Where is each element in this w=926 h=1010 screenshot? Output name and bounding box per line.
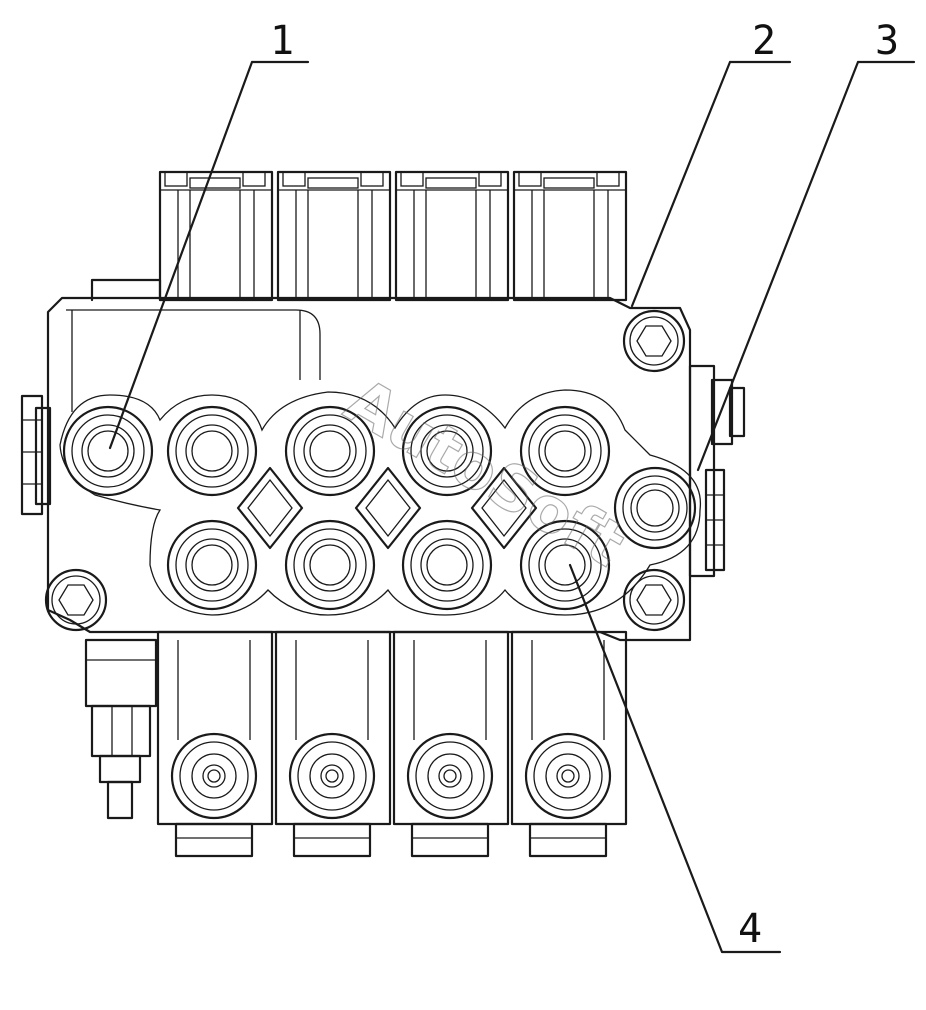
callout-2-label: 2 (752, 18, 776, 64)
callout-3-label: 3 (875, 18, 899, 64)
port (401, 405, 493, 497)
top-cap (512, 170, 628, 302)
diamond-pockets (236, 466, 538, 550)
top-spool-caps (158, 170, 628, 302)
leader-lines (108, 60, 916, 954)
top-cap (394, 170, 510, 302)
lower-cap (170, 732, 258, 858)
relief-valve (688, 364, 746, 578)
port (519, 519, 611, 611)
bolt (622, 568, 686, 632)
lower-caps (170, 732, 612, 858)
lower-cap (288, 732, 376, 858)
lower-ports (166, 519, 611, 611)
top-cap (158, 170, 274, 302)
port (519, 405, 611, 497)
left-lower-fitting (84, 638, 158, 820)
lower-cap (524, 732, 612, 858)
lower-spool-sections (156, 630, 628, 826)
left-side-fitting (20, 394, 52, 516)
port (401, 519, 493, 611)
port (166, 519, 258, 611)
callout-4-label: 4 (738, 906, 762, 952)
bolt (44, 568, 108, 632)
port-lobes-outline (59, 389, 702, 616)
port (62, 405, 154, 497)
watermark: AutoSoft (334, 364, 637, 581)
bolt (622, 309, 686, 373)
top-cap (276, 170, 392, 302)
mounting-bolts (44, 309, 686, 632)
port (166, 405, 258, 497)
callout-1-label: 1 (270, 18, 294, 64)
port (284, 519, 376, 611)
lower-cap (406, 732, 494, 858)
port (284, 405, 376, 497)
side-port (613, 466, 697, 550)
inlet-bracket (90, 278, 162, 302)
upper-ports (62, 405, 611, 497)
